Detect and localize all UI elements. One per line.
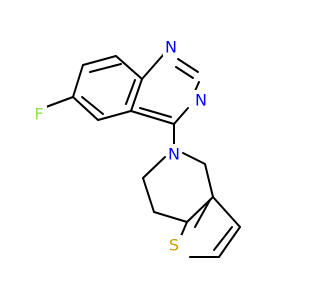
atom-n3-label: N bbox=[195, 91, 207, 110]
atom-f-label: F bbox=[34, 105, 43, 124]
atom-n1-label: N bbox=[165, 38, 177, 57]
bond bbox=[218, 226, 241, 258]
bond bbox=[194, 199, 211, 228]
bond bbox=[130, 110, 175, 125]
benzene-ring bbox=[72, 55, 143, 121]
pyrimidine-ring bbox=[130, 53, 200, 125]
bond bbox=[115, 55, 143, 80]
bond bbox=[81, 96, 104, 115]
bond bbox=[97, 110, 132, 121]
bond bbox=[173, 107, 189, 125]
bond bbox=[89, 63, 122, 73]
atom-s: S bbox=[166, 235, 182, 255]
bond bbox=[142, 156, 166, 179]
bond bbox=[153, 211, 188, 223]
bond bbox=[175, 66, 194, 79]
bond bbox=[177, 58, 199, 73]
bond bbox=[125, 79, 136, 105]
bond-c-f bbox=[45, 96, 74, 108]
tetrahydropyridine-ring bbox=[142, 152, 214, 223]
bond bbox=[194, 81, 200, 92]
atom-n5: N bbox=[166, 144, 182, 164]
thiophene-ring bbox=[174, 196, 241, 258]
bond bbox=[130, 78, 143, 112]
bond bbox=[139, 107, 172, 118]
bond bbox=[82, 55, 117, 66]
molecule-structure-diagram: N N N F S bbox=[31, 37, 241, 258]
bond bbox=[142, 177, 155, 213]
atom-n1: N bbox=[163, 37, 179, 57]
atom-s-label: S bbox=[169, 236, 179, 255]
bond bbox=[72, 96, 99, 121]
bond bbox=[141, 53, 165, 80]
bond bbox=[204, 163, 214, 198]
atom-n3: N bbox=[193, 90, 209, 110]
bond bbox=[213, 226, 233, 251]
bond bbox=[72, 64, 84, 98]
atom-n5-label: N bbox=[168, 145, 180, 164]
bond bbox=[182, 152, 206, 165]
atom-f: F bbox=[31, 104, 47, 124]
bond bbox=[212, 196, 241, 228]
